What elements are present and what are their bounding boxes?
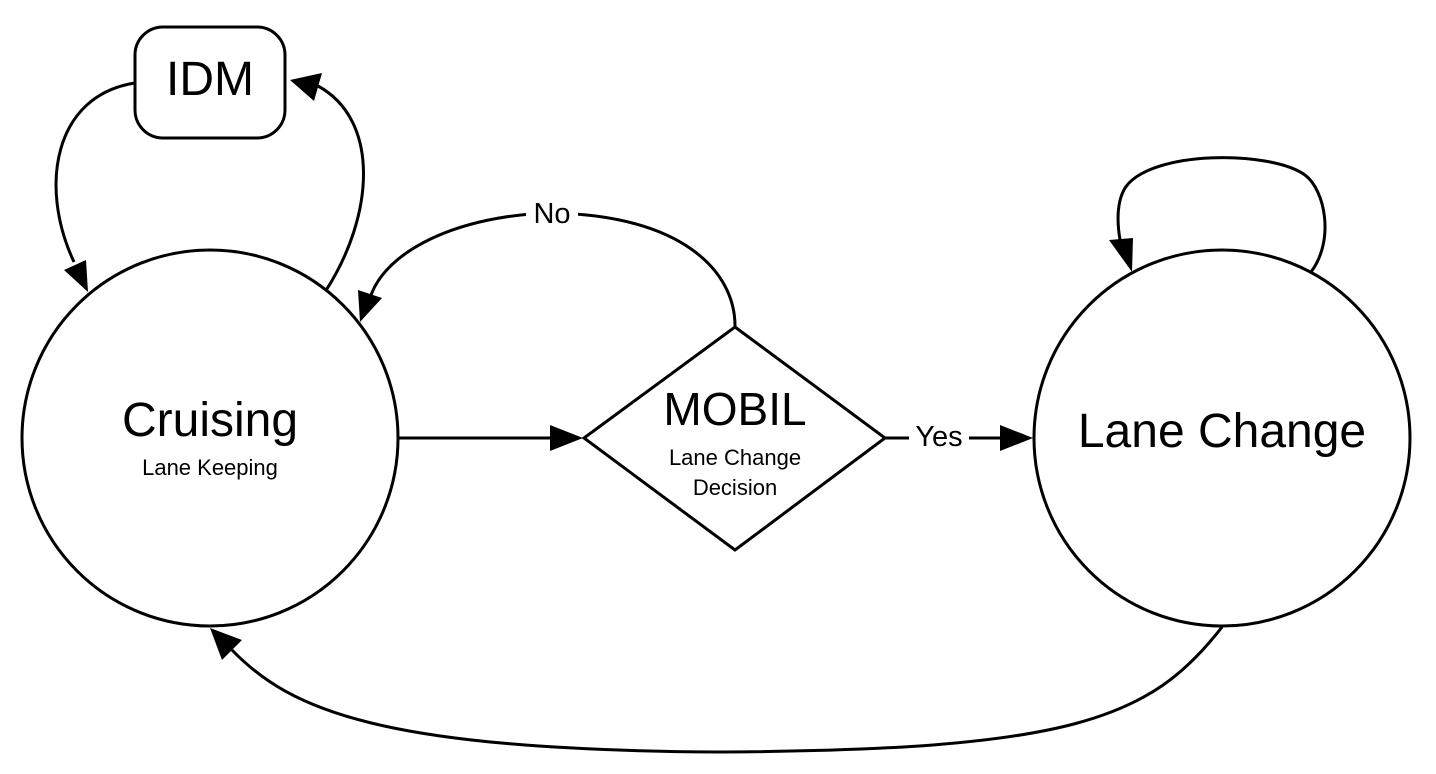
node-cruising <box>20 248 400 628</box>
edge-idm-to-cruising-arrowhead <box>64 260 88 292</box>
edge-lane-change-self-loop <box>1116 156 1327 273</box>
node-mobil <box>581 325 888 552</box>
edge-mobil-no-arrowhead <box>358 290 382 322</box>
edge-cruising-to-idm-arrowhead <box>290 73 322 101</box>
node-idm <box>133 25 287 140</box>
edge-no-label: No <box>533 198 570 230</box>
edge-no-label-bg <box>526 194 578 230</box>
node-mobil-sublabel-line1: Lane Change <box>669 445 801 470</box>
edge-cruising-to-mobil-arrowhead <box>550 425 583 451</box>
node-mobil-sublabel-line2: Decision <box>693 475 777 500</box>
node-idm-label: IDM <box>166 53 254 106</box>
node-lane-change-label: Lane Change <box>1078 405 1366 458</box>
edge-yes-label: Yes <box>915 421 962 453</box>
edge-cruising-to-idm <box>317 84 365 293</box>
edge-lane-change-to-cruising <box>230 626 1224 754</box>
edge-lane-change-to-cruising-arrowhead <box>210 628 242 660</box>
edge-lane-change-self-loop-arrowhead <box>1109 238 1133 272</box>
edge-idm-to-cruising <box>54 81 136 263</box>
edge-mobil-yes-arrowhead <box>1000 425 1033 451</box>
node-lane-change <box>1032 248 1412 628</box>
edge-yes-label-bg <box>909 418 969 454</box>
node-cruising-sublabel: Lane Keeping <box>142 455 278 480</box>
node-cruising-label: Cruising <box>122 394 298 447</box>
node-mobil-label: MOBIL <box>663 383 806 435</box>
